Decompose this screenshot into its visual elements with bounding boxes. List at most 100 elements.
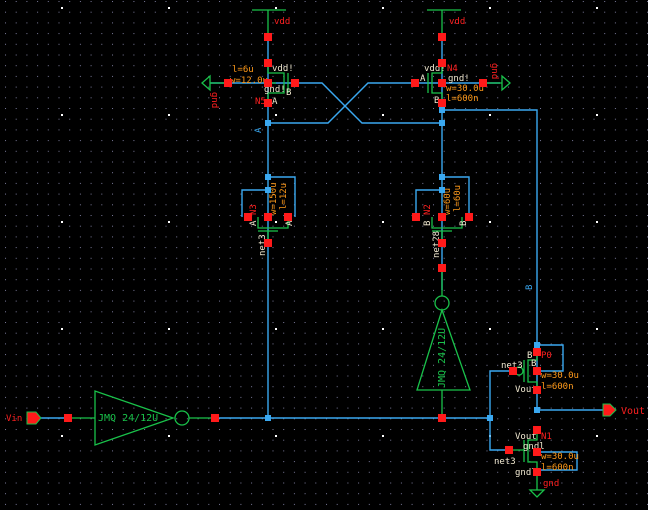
major-grid-marker (382, 435, 384, 437)
major-grid-marker (596, 328, 598, 330)
major-grid-marker (489, 7, 491, 9)
n5-gate-net: B (286, 88, 291, 98)
n5-length: l=6u (232, 65, 254, 75)
n1-length: l=600n (541, 463, 574, 473)
transistor-p0[interactable]: B P0 B net3 w=30.0u Vout l=600n (501, 351, 579, 395)
n2-source-left: B (423, 221, 433, 226)
n1-width: w=30.0u (541, 452, 579, 462)
major-grid-marker (382, 7, 384, 9)
net-label-b: B (525, 285, 535, 290)
n3-width: w=150u (269, 182, 279, 215)
major-grid-marker (275, 114, 277, 116)
gnd-label-right: gnd (489, 63, 499, 79)
transistor-n3[interactable]: N3 w=150u l=12u A A net3 (249, 182, 295, 256)
major-grid-marker (61, 435, 63, 437)
n5-drain-net: A (272, 97, 278, 107)
junction-dot (534, 407, 540, 413)
junction-dot (487, 415, 493, 421)
pin-marker (244, 213, 252, 221)
junction-dot (439, 120, 445, 126)
major-grid-marker (275, 221, 277, 223)
vdd-symbol-left: vdd (252, 9, 290, 37)
vout-pin[interactable]: Vout (602, 403, 645, 417)
n5-bulk: vdd! (272, 64, 294, 74)
pin-marker (264, 33, 272, 41)
pin-marker (264, 59, 272, 67)
major-grid-marker (168, 221, 170, 223)
junction-dot (439, 187, 445, 193)
pin-marker (438, 264, 446, 272)
major-grid-marker (382, 221, 384, 223)
pin-marker (465, 213, 473, 221)
feedback-buffer-label: JMQ 24/12U (437, 328, 448, 388)
n5-width: w=12.0u (230, 76, 268, 86)
n2-width: w=60u (443, 188, 453, 215)
p0-length: l=600n (541, 382, 574, 392)
junction-dot (534, 342, 540, 348)
wire-junctions (265, 107, 540, 421)
major-grid-marker (168, 114, 170, 116)
n2-length: l=60u (453, 185, 463, 212)
gnd-label-left: gnd (209, 92, 219, 108)
n2-source-right: B (459, 221, 469, 226)
major-grid-marker (489, 328, 491, 330)
major-grid-marker (168, 328, 170, 330)
pin-marker (533, 386, 541, 394)
pin-marker (509, 367, 517, 375)
junction-dot (265, 120, 271, 126)
transistor-n2[interactable]: N2 w=60u l=60u B B net28 (423, 185, 469, 258)
vin-label: Vin (6, 414, 22, 424)
n1-top-net: Vout (515, 432, 537, 442)
pin-marker (533, 367, 541, 375)
pin-marker (64, 414, 72, 422)
junction-dot (439, 107, 445, 113)
n4-bulk: vdd! (424, 64, 446, 74)
n3-source-right: A (285, 220, 295, 226)
n3-length: l=12u (279, 183, 289, 210)
major-grid-marker (61, 221, 63, 223)
major-grid-marker (489, 221, 491, 223)
junction-dot (265, 415, 271, 421)
pin-marker (438, 239, 446, 247)
pin-marker (224, 79, 232, 87)
pin-marker (438, 59, 446, 67)
major-grid-marker (275, 328, 277, 330)
major-grid-marker (168, 7, 170, 9)
n3-source-left: A (249, 220, 259, 226)
n4-width: w=30.0u (446, 84, 484, 94)
major-grid-marker (61, 328, 63, 330)
vin-pin[interactable]: Vin (6, 411, 42, 425)
pin-marker (438, 33, 446, 41)
input-buffer[interactable]: JMQ 24/12U (68, 390, 215, 446)
transistor-n4[interactable]: vdd! N4 A gnd! w=30.0u l=600n B (420, 63, 484, 106)
n3-name: N3 (249, 204, 259, 215)
n1-source: gndl (515, 468, 537, 478)
pin-marker (533, 426, 541, 434)
pin-marker (411, 79, 419, 87)
vout-label: Vout (621, 406, 645, 417)
major-grid-marker (61, 7, 63, 9)
major-grid-marker (596, 221, 598, 223)
major-grid-marker (596, 435, 598, 437)
p0-name: P0 (541, 351, 552, 361)
major-grid-marker (61, 114, 63, 116)
junction-dot (265, 174, 271, 180)
feedback-buffer[interactable]: JMQ 24/12U (416, 268, 471, 418)
junction-dot (265, 187, 271, 193)
n2-name: N2 (423, 204, 433, 215)
pin-marker (438, 79, 446, 87)
n5-gnd: gnd! (264, 85, 286, 95)
pin-marker (533, 468, 541, 476)
connection-pins (64, 33, 541, 476)
gnd-label-bottom: gnd (543, 479, 559, 489)
n1-name: N1 (541, 432, 552, 442)
p0-drain-net: Vout (515, 385, 537, 395)
input-buffer-label: JMQ 24/12U (98, 413, 158, 424)
n1-gate-net: net3 (494, 457, 516, 467)
net-label-a: A (254, 127, 264, 133)
pin-marker (505, 446, 513, 454)
pin-marker (533, 448, 541, 456)
pin-marker (438, 213, 446, 221)
